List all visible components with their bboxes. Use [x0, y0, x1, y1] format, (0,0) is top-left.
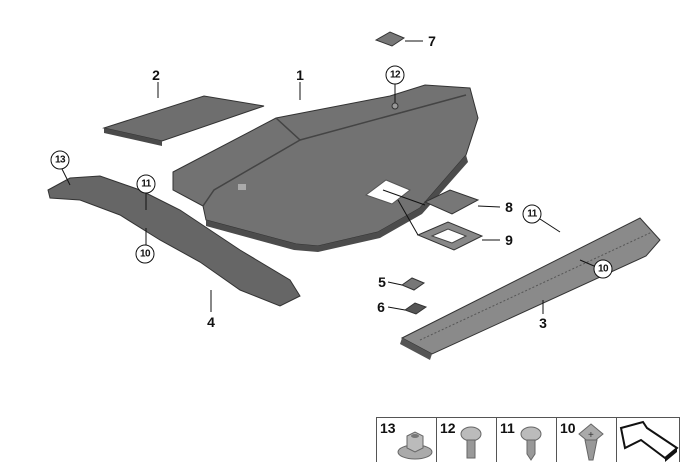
legend-cell-10: 10 +: [557, 418, 617, 462]
callout-part-8: 8: [505, 199, 513, 215]
callout-11-left: 11: [136, 174, 156, 194]
self-tapping-screw-icon: [520, 426, 542, 461]
legend-cell-12: 12: [437, 418, 497, 462]
part-5-clip: [400, 277, 426, 291]
callout-10-left: 10: [135, 244, 155, 264]
clip-nut-icon: +: [578, 423, 604, 461]
legend-cell-symbol: [617, 418, 679, 462]
part-7-cap: [374, 31, 406, 47]
svg-text:+: +: [588, 430, 594, 441]
callout-13: 13: [50, 150, 70, 170]
callout-part-5: 5: [378, 274, 386, 290]
callout-part-6: 6: [377, 299, 385, 315]
legend-number: 11: [500, 420, 515, 436]
part-8-cover: [423, 189, 480, 215]
legend-number: 13: [380, 420, 396, 436]
fastener-legend: 13 12 11 10 +: [376, 417, 680, 462]
callout-part-2: 2: [152, 67, 160, 83]
callout-part-3: 3: [539, 315, 547, 331]
part-6-clip: [403, 302, 428, 315]
callout-10-right: 10: [593, 259, 613, 279]
flange-nut-icon: [397, 431, 433, 460]
callout-part-9: 9: [505, 232, 513, 248]
callout-12: 12: [385, 65, 405, 85]
legend-number: 10: [560, 420, 576, 436]
legend-number: 12: [440, 420, 456, 436]
callout-part-7: 7: [428, 33, 436, 49]
callout-11-right: 11: [522, 204, 542, 224]
torx-screw-icon: [460, 426, 482, 459]
arrow-symbol-icon: [619, 420, 679, 462]
callout-part-1: 1: [296, 67, 304, 83]
part-4-bracket: [47, 175, 301, 307]
callout-part-4: 4: [207, 314, 215, 330]
legend-cell-13: 13: [377, 418, 437, 462]
legend-cell-11: 11: [497, 418, 557, 462]
